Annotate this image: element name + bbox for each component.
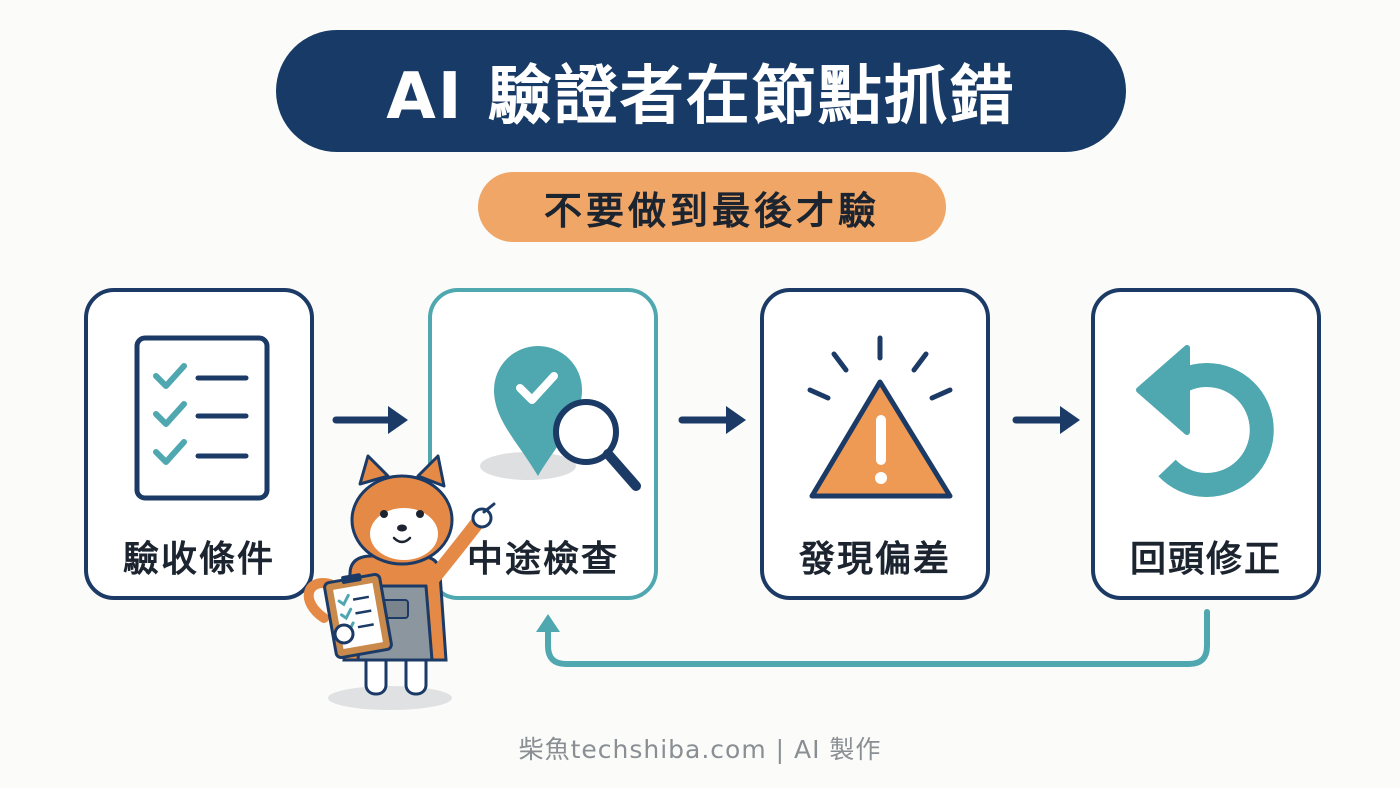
step-card-acceptance-criteria: 驗收條件: [84, 288, 314, 600]
title-banner: AI 驗證者在節點抓錯: [276, 30, 1126, 152]
step-card-midway-check: 中途檢查: [428, 288, 658, 600]
footer-credit: 柴魚techshiba.com | AI 製作: [518, 735, 882, 764]
location-search-icon: [480, 346, 641, 491]
checklist-icon: [134, 335, 270, 501]
step-card-go-back-fix: 回頭修正: [1091, 288, 1321, 600]
clipboard-icon: [323, 573, 393, 659]
undo-arrow-icon: [1136, 345, 1274, 497]
step-label: 回頭修正: [1129, 539, 1282, 580]
arrow-right-icon: [1012, 406, 1080, 434]
step-label: 驗收條件: [122, 539, 275, 580]
loop-back-arrow: [536, 609, 1210, 667]
subtitle-banner: 不要做到最後才驗: [478, 172, 946, 242]
step-card-find-deviation: 發現偏差: [760, 288, 990, 600]
step-label: 中途檢查: [466, 539, 619, 580]
warning-icon: [807, 335, 953, 499]
shiba-mascot: [303, 454, 496, 710]
arrow-right-icon: [678, 406, 746, 434]
arrow-right-icon: [332, 406, 408, 434]
page-subtitle: 不要做到最後才驗: [543, 188, 880, 233]
step-label: 發現偏差: [798, 539, 951, 580]
page-title: AI 驗證者在節點抓錯: [386, 60, 1016, 134]
